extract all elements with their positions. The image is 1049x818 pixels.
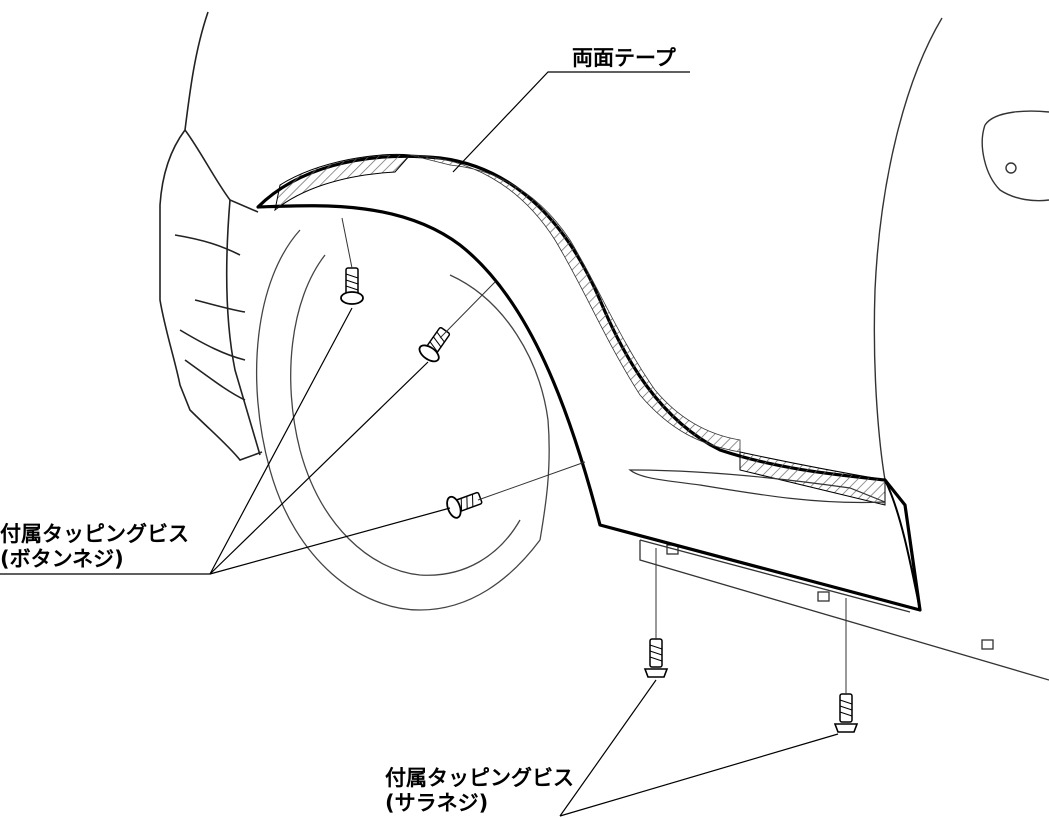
button-screw-1 — [340, 267, 364, 305]
car-body-outline — [159, 11, 263, 461]
flat-screw-2 — [833, 693, 859, 733]
side-skirt — [639, 539, 1049, 681]
button-screw-label-line2: (ボタンネジ) — [0, 547, 124, 571]
tire — [255, 229, 550, 611]
screw-axis-lines — [341, 217, 847, 695]
tape-label: 両面テープ — [572, 46, 676, 70]
flat-screw-1 — [643, 638, 669, 678]
flat-screw-label-line1: 付属タッピングビス — [385, 766, 574, 790]
button-screw-label-line1: 付属タッピングビス — [0, 522, 189, 546]
button-screw-2 — [418, 327, 451, 363]
button-screw-3 — [446, 491, 483, 519]
leader-lines — [0, 71, 839, 817]
fender-flare — [256, 153, 922, 612]
flat-screw-label-line2: (サラネジ) — [385, 791, 489, 815]
